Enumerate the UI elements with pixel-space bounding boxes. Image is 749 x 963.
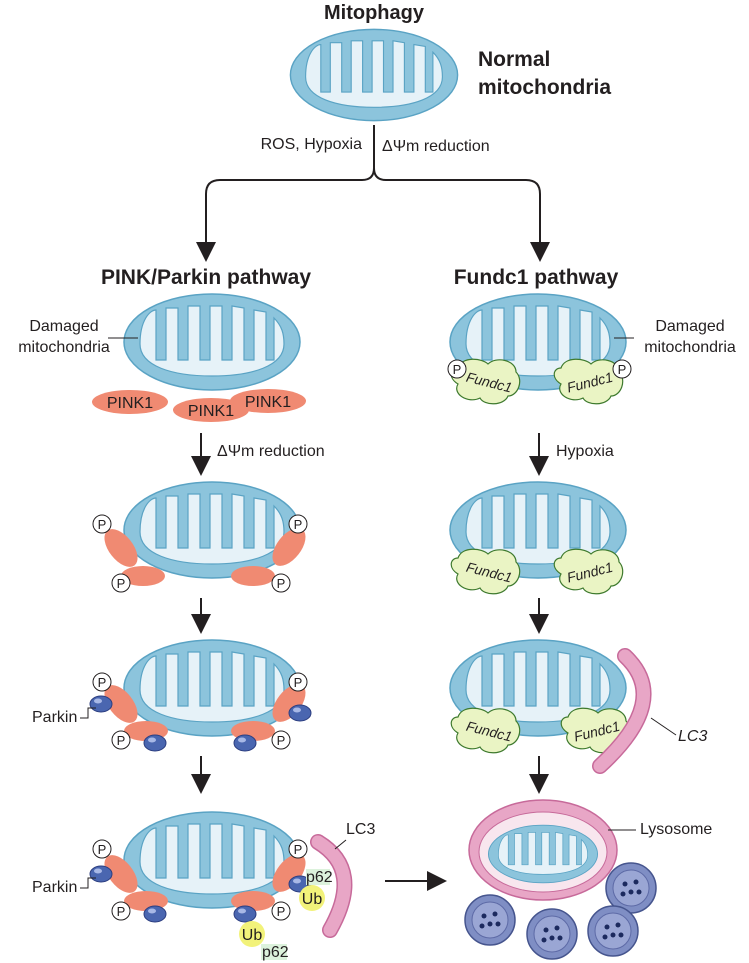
- p62-box-upper: [306, 869, 330, 885]
- engulfed-mitochondrion: [487, 824, 599, 884]
- right-damaged-label-line2: mitochondria: [644, 339, 736, 356]
- vesicle-3: [526, 908, 578, 960]
- pink1-step2-d: [272, 528, 306, 566]
- ub-circle-upper: [299, 885, 325, 911]
- parkin-step4-a: [89, 865, 113, 883]
- svg-text:P: P: [277, 576, 286, 591]
- right-step1-label: Hypoxia: [556, 443, 614, 460]
- lc3-right: [593, 649, 651, 773]
- pink1-step4-d: [272, 854, 306, 892]
- lc3-right-label: LC3: [678, 728, 707, 745]
- normal-label-line2: mitochondria: [478, 76, 611, 99]
- left-damaged-label-line1: Damaged: [29, 318, 98, 335]
- phospho-right-2: [612, 359, 632, 379]
- parkin-step3-a: [89, 695, 113, 713]
- trigger-right: ΔΨm reduction: [382, 138, 490, 155]
- parkin-step3-c: [233, 734, 257, 752]
- lc3-left: [311, 835, 351, 937]
- lc3-right-leader: [650, 717, 677, 736]
- parkin-leader-step4: [80, 877, 96, 889]
- svg-text:P: P: [294, 675, 303, 690]
- pink1-step3-a: [104, 685, 138, 723]
- parkin-step3-b: [143, 734, 167, 752]
- trigger-left: ROS, Hypoxia: [261, 136, 362, 153]
- branch-arrow-left: [196, 125, 375, 262]
- svg-text:P: P: [277, 733, 286, 748]
- parkin-label-step4: Parkin: [32, 879, 77, 896]
- phospho-right-2-label: P: [618, 362, 627, 377]
- pink1-shape-2: [173, 398, 249, 422]
- phospho-right-1: [447, 359, 467, 379]
- parkin-label-step3: Parkin: [32, 709, 77, 726]
- branch-arrow-right: [373, 167, 550, 262]
- p62-box-lower: [261, 944, 287, 960]
- svg-text:P: P: [277, 904, 286, 919]
- svg-text:P: P: [98, 842, 107, 857]
- left-step1-label: ΔΨm reduction: [217, 443, 325, 460]
- pink1-label-2: PINK1: [188, 403, 234, 420]
- pink1-label-3: PINK1: [245, 394, 291, 411]
- p62-label-lower: p62: [262, 944, 289, 961]
- vesicle-4: [587, 905, 639, 957]
- pink1-step4-a: [104, 855, 138, 893]
- svg-text:P: P: [98, 675, 107, 690]
- svg-text:P: P: [294, 842, 303, 857]
- pink1-shape-3: [230, 389, 306, 413]
- right-pathway-title: Fundc1 pathway: [454, 266, 619, 289]
- phospho-step3: P P P P: [92, 672, 308, 750]
- svg-text:P: P: [98, 517, 107, 532]
- phospho-right-1-label: P: [453, 362, 462, 377]
- ub-label-lower: Ub: [242, 927, 263, 944]
- lc3-left-leader: [334, 839, 347, 850]
- parkin-step3-d: [288, 704, 312, 722]
- svg-text:P: P: [294, 517, 303, 532]
- svg-text:P: P: [117, 904, 126, 919]
- right-damaged-label-line1: Damaged: [655, 318, 724, 335]
- pink1-step2-b: [121, 566, 165, 586]
- diagram-title: Mitophagy: [324, 2, 425, 24]
- phospho-step2: P P P P: [92, 514, 308, 593]
- pink1-label-1: PINK1: [107, 395, 153, 412]
- normal-mitochondrion: [289, 28, 459, 122]
- phospho-step4: P P P P: [92, 839, 308, 921]
- parkin-step4-b: [143, 905, 167, 923]
- lysosome-label: Lysosome: [640, 821, 712, 838]
- vesicle-2: [464, 894, 516, 946]
- ub-circle-lower: [239, 921, 265, 947]
- left-mito-step2: [123, 481, 301, 579]
- svg-text:P: P: [117, 576, 126, 591]
- p62-label-upper: p62: [306, 869, 333, 886]
- pink1-step2-c: [231, 566, 275, 586]
- ub-label-upper: Ub: [302, 891, 323, 908]
- left-pathway-title: PINK/Parkin pathway: [101, 266, 311, 289]
- parkin-step4-c: [233, 905, 257, 923]
- pink1-step3-d: [272, 684, 306, 722]
- left-damaged-label-line2: mitochondria: [18, 339, 110, 356]
- svg-text:P: P: [117, 733, 126, 748]
- lc3-left-label: LC3: [346, 821, 375, 838]
- pink1-shape-1: [92, 390, 168, 414]
- parkin-leader-step3: [80, 707, 96, 719]
- normal-label-line1: Normal: [478, 48, 550, 71]
- left-damaged-mitochondrion: [123, 293, 301, 391]
- pink1-step2-a: [104, 529, 138, 567]
